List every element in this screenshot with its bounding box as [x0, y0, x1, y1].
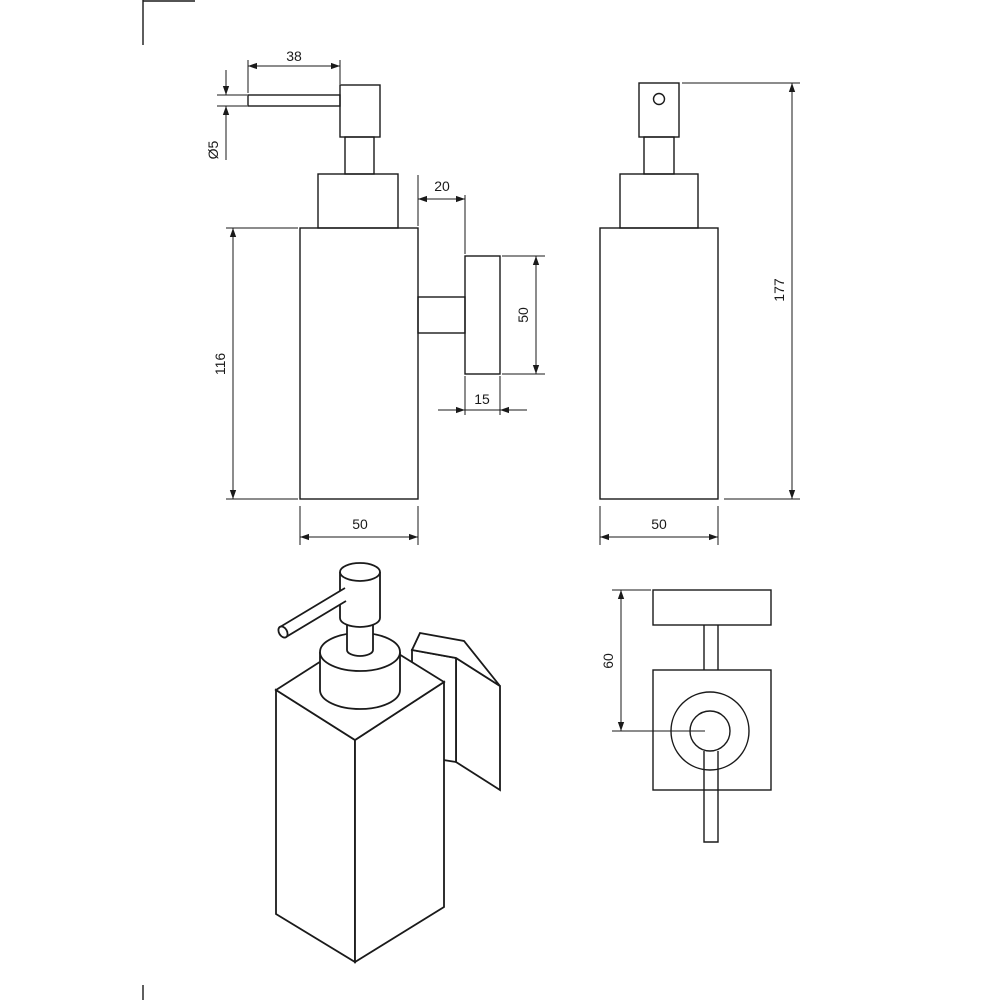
- front-pump-head: [339, 84, 381, 138]
- dim-spout-length: 38: [286, 48, 302, 64]
- corner-mark-top: [142, 0, 195, 45]
- dim-bracket-height: 50: [515, 307, 531, 323]
- dim-wall-distance: 60: [600, 653, 616, 669]
- top-body: [652, 669, 772, 791]
- front-body: [299, 227, 419, 500]
- side-view-dimensions: 177 50: [599, 82, 800, 545]
- front-bracket-plate: [464, 255, 501, 375]
- dim-total-height: 177: [771, 278, 787, 302]
- front-spout: [247, 94, 341, 107]
- iso-pump-head: [339, 572, 381, 628]
- front-pump-collar: [317, 173, 399, 229]
- iso-pump-stem: [346, 622, 374, 657]
- iso-spout: [278, 587, 347, 639]
- side-pump-head: [638, 82, 680, 138]
- dim-bracket-depth: 15: [474, 391, 490, 407]
- dim-body-width-front: 50: [352, 516, 368, 532]
- dim-body-height: 116: [212, 353, 228, 376]
- side-view: [599, 82, 719, 500]
- top-view: [652, 589, 772, 843]
- top-wall-plate: [652, 589, 772, 626]
- isometric-view: [274, 562, 501, 964]
- front-bracket-arm: [417, 296, 466, 334]
- dim-bracket-offset: 20: [434, 178, 450, 194]
- top-view-dimensions: 60: [600, 589, 705, 732]
- side-pump-stem: [643, 136, 675, 175]
- front-pump-stem: [344, 136, 375, 175]
- front-view-dimensions: 38 Ø5 20 50 15 116 50: [205, 48, 545, 545]
- top-spout: [703, 751, 719, 843]
- side-body: [599, 227, 719, 500]
- side-pump-collar: [619, 173, 699, 229]
- dim-body-width-side: 50: [651, 516, 667, 532]
- side-spout-hole: [652, 92, 666, 106]
- front-view: [247, 84, 501, 500]
- dim-spout-diameter: Ø5: [205, 140, 221, 159]
